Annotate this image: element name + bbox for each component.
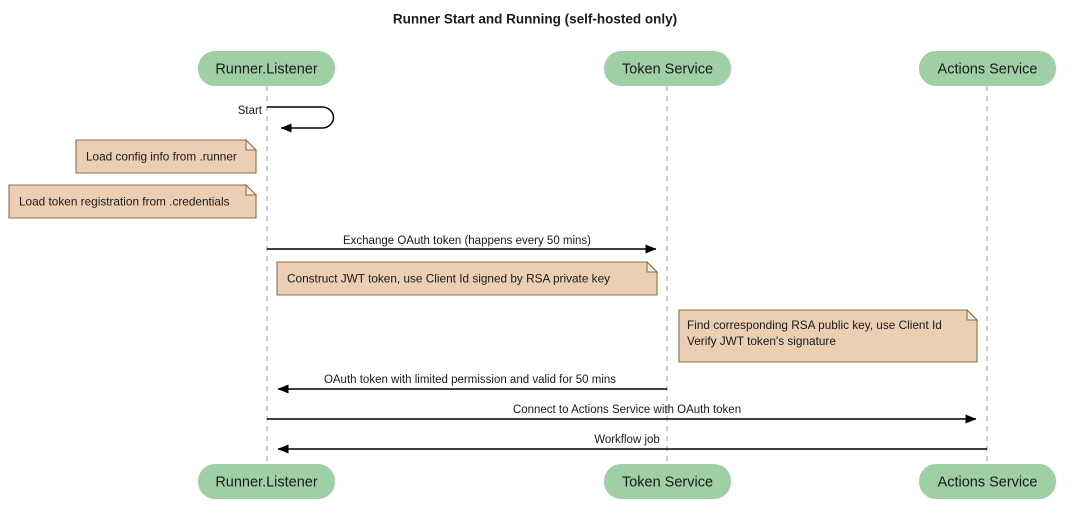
participant-box-token-bottom[interactable] (604, 464, 731, 499)
message-label-connect-to-actions-service: Connect to Actions Service with OAuth to… (513, 404, 741, 416)
note-load-config: Load config info from .runner (75, 138, 258, 174)
note-fold-load-token-registration (245, 183, 258, 196)
participant-label-runner: Runner.Listener (215, 61, 318, 77)
diagram-title: Runner Start and Running (self-hosted on… (393, 12, 677, 27)
participant-box-token[interactable] (604, 51, 731, 86)
note-text-verify-jwt-signature-line2: Verify JWT token's signature (687, 334, 836, 348)
participant-box-actions[interactable] (919, 51, 1056, 86)
participant-footer-actions[interactable]: Actions Service (919, 464, 1056, 499)
participant-label-token-bottom: Token Service (622, 474, 713, 490)
message-label-oauth-token-response: OAuth token with limited permission and … (324, 374, 616, 386)
participant-box-runner-bottom[interactable] (198, 464, 335, 499)
message-oauth-token-response[interactable]: OAuth token with limited permission and … (277, 374, 667, 394)
note-fold-construct-jwt-token (646, 260, 659, 273)
participant-label-actions: Actions Service (938, 61, 1038, 77)
message-line-start[interactable] (267, 106, 335, 133)
message-workflow-job[interactable]: Workflow job (277, 434, 987, 454)
lifelines (266, 86, 988, 464)
participant-label-runner-bottom: Runner.Listener (215, 474, 318, 490)
participant-label-actions-bottom: Actions Service (938, 474, 1038, 490)
participant-label-token: Token Service (622, 61, 713, 77)
participant-header-token[interactable]: Token Service (604, 51, 731, 86)
participant-footer-token[interactable]: Token Service (604, 464, 731, 499)
note-text-load-token-registration: Load token registration from .credential… (19, 195, 230, 209)
note-verify-jwt-signature: Find corresponding RSA public key, use C… (678, 308, 979, 363)
note-fold-verify-jwt-signature (966, 308, 979, 321)
message-label-exchange-oauth-token: Exchange OAuth token (happens every 50 m… (343, 235, 591, 247)
note-body-verify-jwt-signature (678, 309, 978, 363)
message-exchange-oauth-token[interactable]: Exchange OAuth token (happens every 50 m… (267, 235, 657, 254)
note-text-load-config: Load config info from .runner (86, 150, 237, 164)
note-body-load-config (75, 139, 257, 174)
note-load-token-registration: Load token registration from .credential… (8, 183, 258, 219)
note-text-verify-jwt-signature-line1: Find corresponding RSA public key, use C… (687, 318, 942, 332)
message-label-workflow-job: Workflow job (594, 434, 660, 446)
note-construct-jwt-token: Construct JWT token, use Client Id signe… (276, 260, 659, 296)
participant-footer-runner[interactable]: Runner.Listener (198, 464, 335, 499)
note-body-construct-jwt-token (276, 261, 658, 296)
message-label-start: Start (238, 105, 263, 117)
participant-box-actions-bottom[interactable] (919, 464, 1056, 499)
note-text-construct-jwt-token: Construct JWT token, use Client Id signe… (287, 272, 610, 286)
participant-header-actions[interactable]: Actions Service (919, 51, 1056, 86)
participant-box-runner[interactable] (198, 51, 335, 86)
participant-header-runner[interactable]: Runner.Listener (198, 51, 335, 86)
message-connect-to-actions-service[interactable]: Connect to Actions Service with OAuth to… (267, 404, 977, 424)
note-fold-load-config (245, 138, 258, 151)
message-start-self-loop[interactable]: Start (238, 105, 335, 133)
note-body-load-token-registration (8, 184, 257, 219)
